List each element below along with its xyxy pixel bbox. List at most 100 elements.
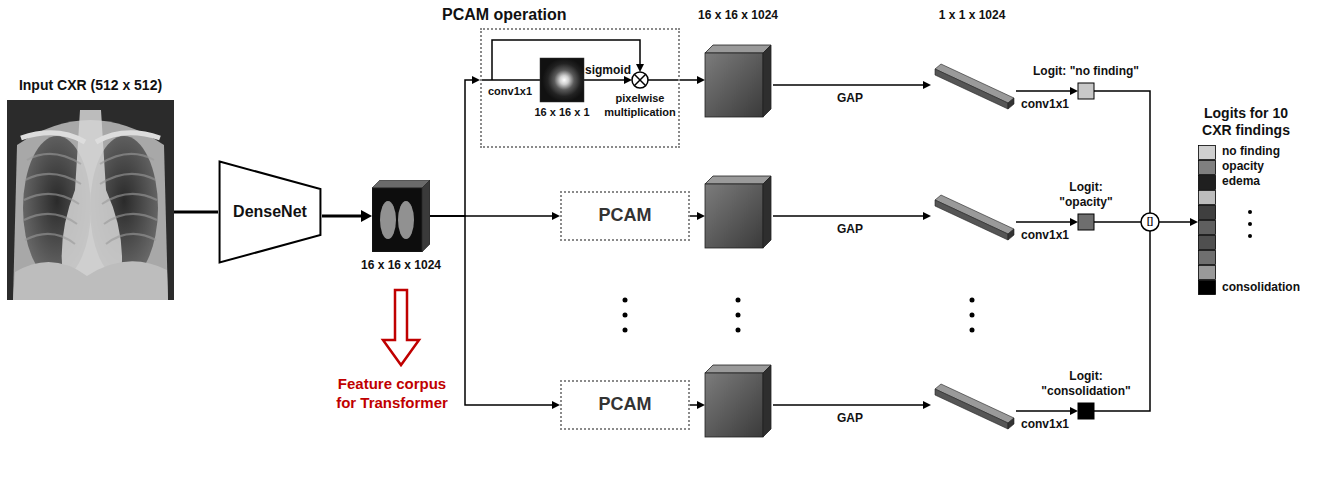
drawing-part xyxy=(1248,222,1252,226)
attention-map xyxy=(540,58,584,102)
concat-symbol xyxy=(1141,213,1159,231)
drawing-part xyxy=(773,404,924,406)
drawing-part xyxy=(636,64,644,72)
feature-arrow xyxy=(383,290,419,365)
drawing-part xyxy=(398,201,414,239)
dimension-label: 1 x 1 x 1024 xyxy=(939,8,1006,23)
arrow-head xyxy=(472,76,480,84)
drawing-part xyxy=(763,45,771,117)
xray-image xyxy=(7,100,174,300)
drawing-part xyxy=(623,328,628,333)
feature-tensor: 16 x 16 x 1024 xyxy=(372,180,430,252)
drawing-part xyxy=(648,79,698,81)
drawing-part xyxy=(372,188,422,252)
connector-line xyxy=(430,80,474,216)
drawing-part xyxy=(935,384,1014,423)
output-note: Feature corpus for Transformer xyxy=(326,375,458,413)
drawing-part xyxy=(923,401,931,409)
drawing-part xyxy=(773,84,924,86)
vector-cell xyxy=(1199,146,1216,160)
drawing-part xyxy=(697,76,705,84)
drawing-part xyxy=(1094,91,1150,213)
connector xyxy=(430,76,480,216)
drawing-part xyxy=(1070,87,1078,95)
drawing-part xyxy=(935,389,1008,429)
drawing-part xyxy=(1078,403,1094,419)
arrow-head xyxy=(1190,218,1198,226)
vector-cell xyxy=(1199,281,1216,295)
drawing-part xyxy=(970,328,975,333)
vector-cell xyxy=(1199,251,1216,265)
drawing-part xyxy=(1016,90,1071,92)
drawing-part xyxy=(697,212,705,220)
drawing-part xyxy=(736,328,741,333)
operation-label: GAP xyxy=(837,91,863,106)
input-image: Input CXR (512 x 512) xyxy=(7,100,174,300)
operation-label: conv1x1 xyxy=(1021,417,1069,432)
drawing-part xyxy=(480,79,540,81)
drawing-part xyxy=(1078,214,1094,230)
drawing-part xyxy=(422,180,430,252)
operation-label: conv1x1 xyxy=(488,85,532,99)
drawing-part xyxy=(736,298,741,303)
drawing-part xyxy=(24,194,79,204)
drawing-part xyxy=(13,261,168,300)
drawing-part xyxy=(935,200,1008,240)
connector xyxy=(430,216,560,409)
drawing-part xyxy=(100,154,154,164)
drawing-part xyxy=(634,74,645,85)
drawing-part xyxy=(25,174,81,184)
drawing-part xyxy=(970,313,975,318)
operation-label: conv1x1 xyxy=(1021,97,1069,112)
drawing-part xyxy=(773,215,924,217)
drawing-part xyxy=(690,215,698,217)
finding-label: opacity xyxy=(1222,159,1264,174)
network-block: DenseNet xyxy=(218,160,322,264)
drawing-part xyxy=(1070,407,1078,415)
logit-label: Logit: "no finding" xyxy=(1016,64,1156,79)
node-heading: Input CXR (512 x 512) xyxy=(19,77,162,94)
drawing-part xyxy=(1248,210,1252,214)
arrow-head xyxy=(552,212,560,220)
drawing-part xyxy=(624,76,632,84)
drawing-part xyxy=(25,234,75,244)
connector xyxy=(174,212,218,213)
node-heading: PCAM operation xyxy=(442,5,566,24)
drawing-part xyxy=(21,133,85,142)
dimension-label: 16 x 16 x 1024 xyxy=(698,8,778,23)
cube-outline xyxy=(372,180,430,252)
drawing-part xyxy=(690,404,698,406)
drawing-part xyxy=(623,313,628,318)
operation-label: GAP xyxy=(837,222,863,237)
drawing-part xyxy=(705,365,771,373)
pcam-internals xyxy=(480,40,698,405)
drawing-part xyxy=(763,365,771,437)
drawing-part xyxy=(106,234,156,244)
vector-cell xyxy=(1199,221,1216,235)
drawing-part xyxy=(104,214,157,224)
vector-cell xyxy=(1199,266,1216,280)
arrow-head xyxy=(552,401,560,409)
drawing-part xyxy=(935,195,1014,234)
connector-line xyxy=(322,215,363,218)
drawing-part xyxy=(705,176,771,184)
drawing-part xyxy=(705,373,763,437)
finding-label: no finding xyxy=(1222,144,1280,159)
trapezoid-shape xyxy=(220,162,321,263)
node-heading: 16 x 16 x 1024 xyxy=(361,258,441,272)
drawing-part xyxy=(27,154,81,164)
vector-cell xyxy=(1199,191,1216,205)
drawing-part xyxy=(705,184,763,248)
node-label: PCAM xyxy=(599,205,652,227)
drawing-part xyxy=(705,53,763,117)
drawing-part xyxy=(24,154,157,244)
feature-cubes xyxy=(705,45,771,437)
drawing-part xyxy=(1016,221,1071,223)
concat-wires xyxy=(1094,91,1191,411)
connector-line xyxy=(430,216,554,405)
drawing-part xyxy=(970,298,975,303)
gap-arrows xyxy=(773,81,931,409)
node-label: DenseNet xyxy=(233,202,307,221)
drawing-part xyxy=(380,201,396,239)
